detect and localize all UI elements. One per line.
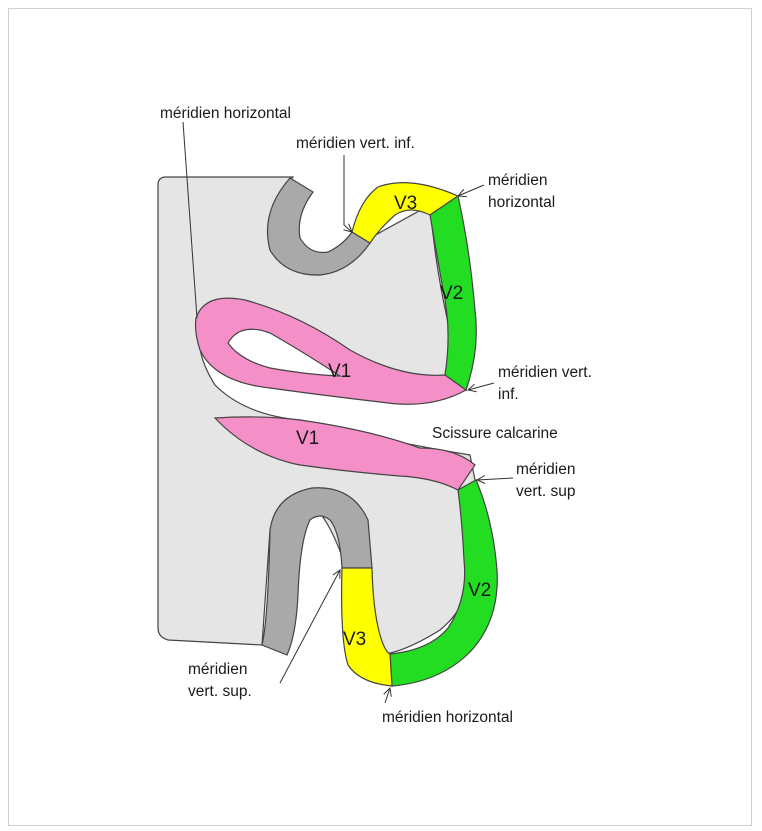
label-meridien-vert-inf-mid-2: inf. [498,386,519,403]
label-scissure-calcarine: Scissure calcarine [432,425,558,442]
v1-lower-label: V1 [296,428,319,449]
v3-upper-label: V3 [394,193,417,214]
label-meridien-vert-inf-top: méridien vert. inf. [296,135,415,152]
label-meridien-vert-sup-left-1: méridien [188,661,247,678]
label-meridien-vert-sup-right-2: vert. sup [516,483,575,500]
pointer-vert-inf-mid [468,383,494,390]
label-meridien-vert-sup-right-1: méridien [516,461,575,478]
label-meridien-vert-sup-left-2: vert. sup. [188,683,252,700]
pointer-vert-inf-top [344,155,352,232]
v1-upper-label: V1 [328,361,351,382]
pointer-vert-sup-right [477,478,513,480]
v2-lower-label: V2 [468,580,491,601]
label-meridien-vert-inf-mid-1: méridien vert. [498,364,592,381]
label-meridien-horizontal-bottom: méridien horizontal [382,709,513,726]
v3-lower-label: V3 [343,629,366,650]
label-meridien-horizontal-right-2: horizontal [488,194,555,211]
label-meridien-horizontal-right-1: méridien [488,172,547,189]
pointer-horiz-right [458,185,484,196]
v2-upper-label: V2 [440,283,463,304]
pointer-horiz-bottom [385,688,390,703]
brain-tissue [158,177,478,655]
label-meridien-horizontal-left: méridien horizontal [160,105,291,122]
